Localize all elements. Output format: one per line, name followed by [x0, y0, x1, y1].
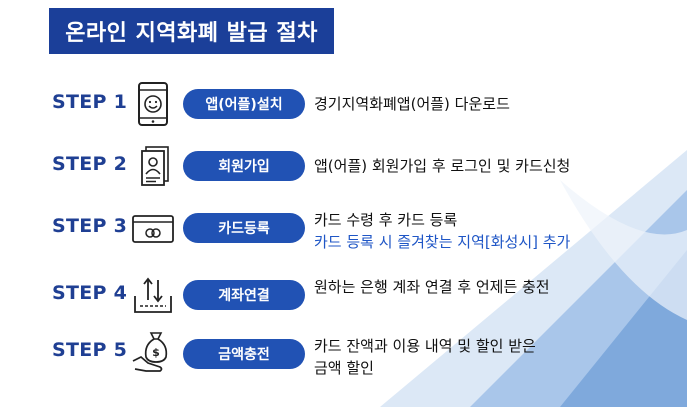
description-line: 카드 수령 후 카드 등록 [314, 211, 458, 229]
step-label: STEP 4 [52, 282, 128, 304]
step-button-account-link[interactable]: 계좌연결 [183, 280, 305, 310]
step-description: 앱(어플) 회원가입 후 로그인 및 카드신청 [314, 155, 570, 177]
description-line: 금액 할인 [314, 359, 374, 377]
step-label: STEP 2 [52, 153, 128, 175]
step-1: STEP 1 앱(어플)설치 경기지역화폐앱(어플) 다운로드 [0, 79, 687, 129]
description-highlight: 카드 등록 시 즐겨찾는 지역[화성시] 추가 [314, 233, 571, 251]
step-button-app-install[interactable]: 앱(어플)설치 [183, 89, 305, 119]
credit-card-icon [132, 215, 174, 243]
step-label: STEP 1 [52, 91, 128, 113]
step-button-card-register[interactable]: 카드등록 [183, 213, 305, 243]
description-line: 카드 잔액과 이용 내역 및 할인 받은 [314, 337, 536, 355]
bg-wave [560, 180, 687, 320]
step-description: 카드 잔액과 이용 내역 및 할인 받은 금액 할인 [314, 335, 536, 379]
step-button-charge[interactable]: 금액충전 [183, 339, 305, 369]
transfer-tray-icon [134, 277, 172, 313]
smartphone-smiley-icon [138, 82, 168, 126]
money-bag-hand-icon: $ [132, 332, 168, 372]
step-label: STEP 5 [52, 339, 128, 361]
step-description: 카드 수령 후 카드 등록 카드 등록 시 즐겨찾는 지역[화성시] 추가 [314, 209, 570, 253]
description-line: 앱(어플) 회원가입 후 로그인 및 카드신청 [314, 157, 571, 175]
svg-text:$: $ [152, 346, 160, 359]
step-label: STEP 3 [52, 215, 128, 237]
description-line: 원하는 은행 계좌 연결 후 언제든 충전 [314, 278, 550, 296]
step-button-signup[interactable]: 회원가입 [183, 151, 305, 181]
step-description: 원하는 은행 계좌 연결 후 언제든 충전 [314, 276, 550, 298]
step-5: STEP 5 $ 금액충전 카드 잔액과 이용 내역 및 할인 받은 금액 할인 [0, 329, 687, 379]
step-description: 경기지역화폐앱(어플) 다운로드 [314, 93, 510, 115]
step-2: STEP 2 회원가입 앱(어플) 회원가입 후 로그인 및 카드신청 [0, 141, 687, 191]
page-title: 온라인 지역화폐 발급 절차 [49, 8, 334, 54]
step-4: STEP 4 계좌연결 원하는 은행 계좌 연결 후 언제든 충전 [0, 270, 687, 320]
id-card-icon [141, 146, 169, 186]
description-line: 경기지역화폐앱(어플) 다운로드 [314, 95, 510, 113]
step-3: STEP 3 카드등록 카드 수령 후 카드 등록 카드 등록 시 즐겨찾는 지… [0, 203, 687, 253]
